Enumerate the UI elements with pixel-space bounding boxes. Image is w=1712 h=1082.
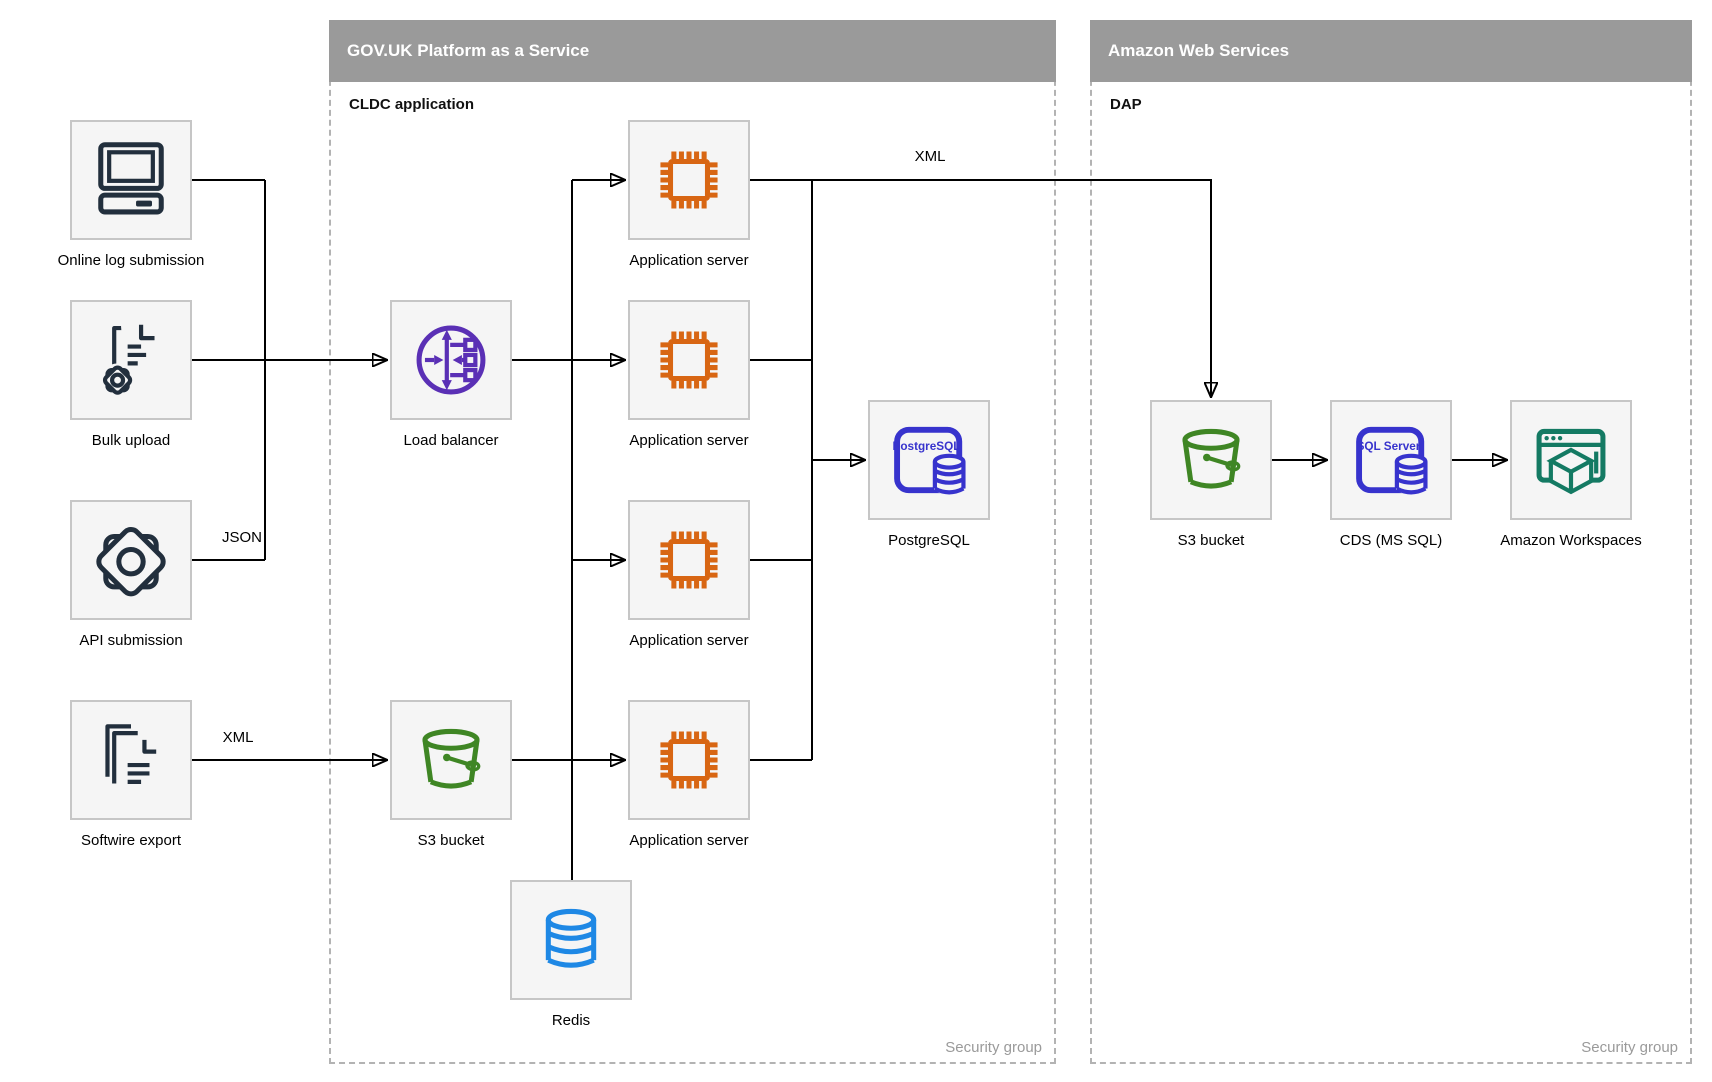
node-bulk-upload — [70, 300, 192, 420]
node-cds-ms-sql: SQL Server — [1330, 400, 1452, 520]
security-group-label-aws: Security group — [1581, 1039, 1678, 1056]
container-sublabel-dap: DAP — [1110, 96, 1142, 113]
node-label-s3-bucket-paas: S3 bucket — [417, 832, 485, 849]
s3-bucket-icon — [1182, 428, 1241, 489]
documents-icon — [105, 724, 157, 794]
node-application-server-2 — [628, 300, 750, 420]
chip-icon — [660, 531, 718, 589]
load-balancer-icon — [416, 325, 486, 395]
sql-server-database-icon: SQL Server — [1356, 426, 1428, 495]
desktop-computer-icon — [98, 142, 164, 215]
edge-label-xml-left: XML — [222, 729, 254, 746]
sql-server-icon-text: SQL Server — [1357, 440, 1421, 453]
node-label-load-balancer: Load balancer — [403, 432, 499, 449]
node-label-application-server-3: Application server — [629, 632, 749, 649]
chip-icon — [660, 731, 718, 789]
workspaces-window-icon — [1536, 428, 1606, 495]
node-postgresql: PostgreSQL — [868, 400, 990, 520]
edge-label-xml-top: XML — [914, 148, 946, 165]
node-amazon-workspaces — [1510, 400, 1632, 520]
node-label-postgresql: PostgreSQL — [888, 532, 970, 549]
node-application-server-3 — [628, 500, 750, 620]
node-softwire-export — [70, 700, 192, 820]
node-label-application-server-1: Application server — [629, 252, 749, 269]
s3-bucket-icon — [422, 728, 481, 789]
node-label-amazon-workspaces: Amazon Workspaces — [1500, 532, 1642, 549]
node-redis — [510, 880, 632, 1000]
node-label-application-server-2: Application server — [629, 432, 749, 449]
container-aws: Amazon Web Services DAP Security group — [1090, 20, 1692, 1064]
chip-icon — [660, 331, 718, 389]
node-s3-bucket-aws — [1150, 400, 1272, 520]
database-cylinder-icon — [545, 908, 597, 968]
node-online-log-submission — [70, 120, 192, 240]
node-label-bulk-upload: Bulk upload — [91, 432, 171, 449]
security-group-label-paas: Security group — [945, 1039, 1042, 1056]
node-label-cds-ms-sql: CDS (MS SQL) — [1339, 532, 1443, 549]
node-label-api-submission: API submission — [79, 632, 183, 649]
node-load-balancer — [390, 300, 512, 420]
edge-label-json: JSON — [221, 529, 262, 546]
document-gear-icon — [100, 324, 155, 397]
container-header-govuk-paas: GOV.UK Platform as a Service — [329, 20, 1056, 82]
container-sublabel-cldc-application: CLDC application — [349, 96, 475, 113]
node-api-submission — [70, 500, 192, 620]
node-label-online-log-submission: Online log submission — [57, 252, 205, 269]
node-application-server-1 — [628, 120, 750, 240]
node-s3-bucket-paas — [390, 700, 512, 820]
node-label-application-server-4: Application server — [629, 832, 749, 849]
container-header-aws: Amazon Web Services — [1090, 20, 1692, 82]
gear-icon — [96, 527, 166, 597]
node-application-server-4 — [628, 700, 750, 820]
node-label-softwire-export: Softwire export — [80, 832, 182, 849]
postgresql-database-icon: PostgreSQL — [893, 426, 966, 495]
chip-icon — [660, 151, 718, 209]
node-label-s3-bucket-aws: S3 bucket — [1177, 532, 1245, 549]
node-label-redis: Redis — [551, 1012, 591, 1029]
container-govuk-paas: GOV.UK Platform as a Service CLDC applic… — [329, 20, 1056, 1064]
postgresql-icon-text: PostgreSQL — [893, 440, 961, 453]
